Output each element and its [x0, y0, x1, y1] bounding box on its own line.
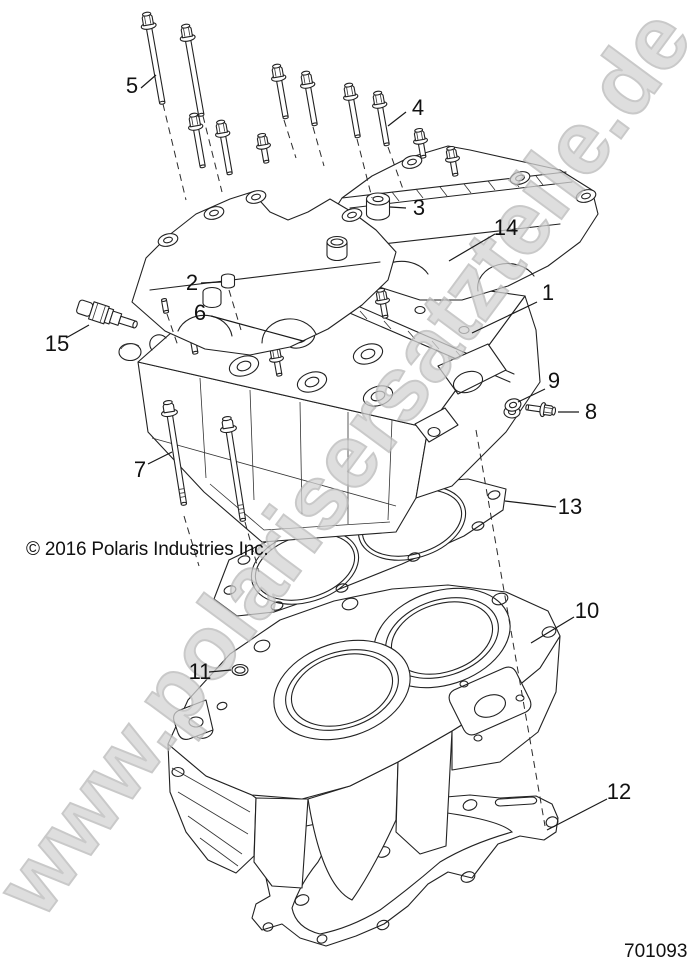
callout-14: 14	[493, 215, 519, 240]
part-cylinder	[167, 584, 561, 901]
callout-4: 4	[411, 95, 425, 120]
part-valve-bucket	[202, 286, 222, 309]
callout-6: 6	[193, 300, 207, 325]
part-bushing	[365, 192, 391, 221]
copyright-notice: © 2016 Polaris Industries Inc.	[26, 539, 269, 560]
callout-13: 13	[557, 494, 583, 519]
part-damper	[326, 235, 348, 262]
part-cam-carrier-left	[131, 190, 397, 356]
part-pin	[160, 298, 170, 314]
part-side-bolt	[524, 399, 557, 419]
callout-5: 5	[125, 73, 139, 98]
assembly-dash-lines	[162, 103, 546, 827]
part-cup-plug	[118, 342, 142, 362]
callout-3: 3	[412, 195, 426, 220]
callout-2: 2	[185, 270, 199, 295]
part-cap	[220, 273, 236, 289]
callout-7: 7	[133, 457, 147, 482]
part-washer	[504, 398, 522, 412]
callout-1: 1	[541, 280, 555, 305]
callout-9: 9	[547, 368, 561, 393]
callout-12: 12	[606, 779, 632, 804]
callout-11: 11	[188, 659, 212, 684]
part-temp-sensor	[76, 299, 138, 329]
callout-8: 8	[584, 399, 598, 424]
part-dowel	[231, 663, 249, 677]
diagram-part-number: 701093	[624, 941, 688, 962]
callout-10: 10	[574, 598, 600, 623]
callout-15: 15	[44, 331, 70, 356]
